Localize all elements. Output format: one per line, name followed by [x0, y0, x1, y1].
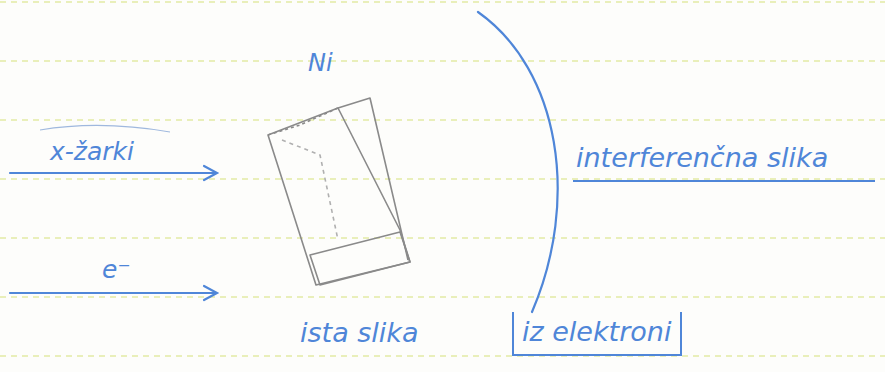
- ray-label: x-žarki: [50, 138, 134, 166]
- ruling-line: [0, 60, 885, 61]
- electron-arrow: [10, 286, 217, 300]
- ruling-line: [0, 296, 885, 297]
- result-label: interferenčna slika: [576, 143, 828, 173]
- underline: [573, 180, 875, 182]
- notebook-ruling: [0, 2, 885, 356]
- ruling-line: [0, 237, 885, 238]
- screen-arc: [478, 12, 558, 312]
- x-ray-overline: [40, 125, 170, 132]
- ruling-line: [0, 119, 885, 120]
- ruling-line: [0, 178, 885, 179]
- ruling-line: [0, 355, 885, 356]
- element-label: Ni: [308, 50, 333, 76]
- note-text: iz elektroni: [522, 317, 672, 347]
- nickel-crystal: [268, 98, 410, 285]
- boxed-note: iz elektroni: [512, 312, 682, 356]
- particle-label: e⁻: [102, 256, 131, 284]
- ruling-line: [0, 1, 885, 2]
- x-ray-arrow: [10, 166, 217, 180]
- note-label: ista slika: [300, 318, 419, 348]
